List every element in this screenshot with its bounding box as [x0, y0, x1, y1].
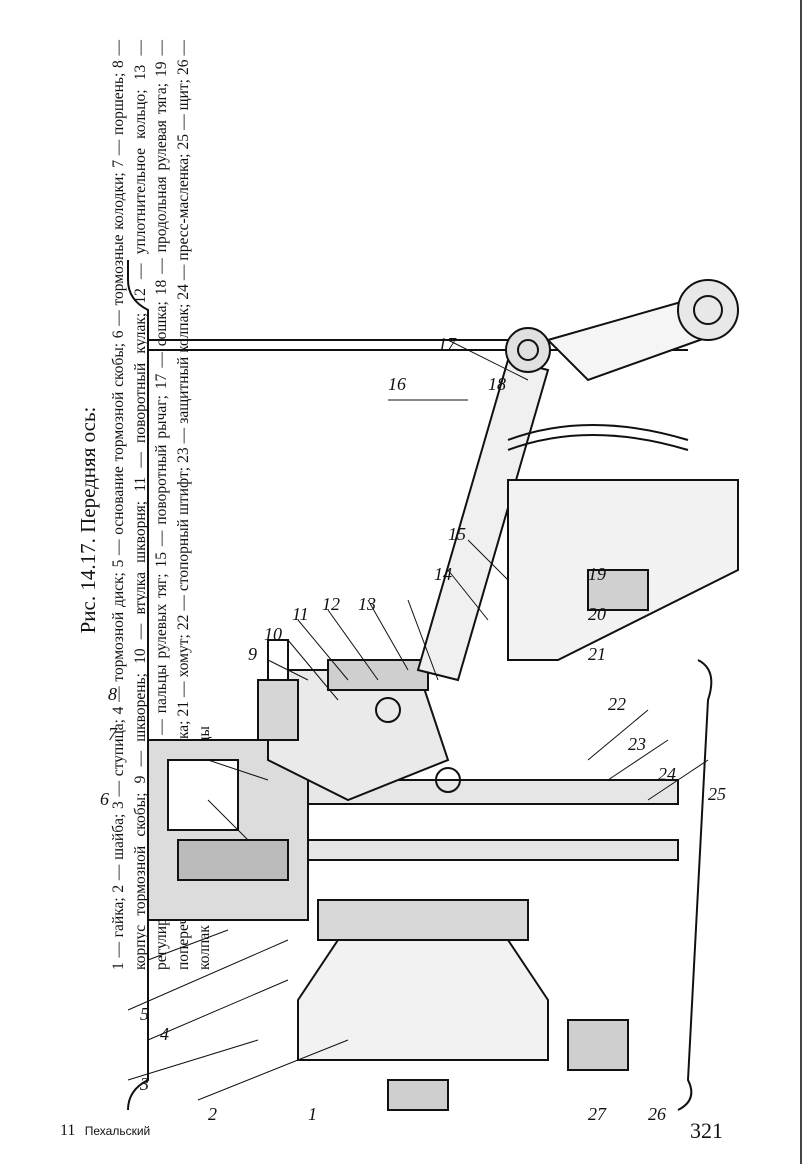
scan-edge-line [800, 0, 802, 1164]
svg-text:23: 23 [628, 734, 646, 754]
svg-text:11: 11 [292, 604, 309, 624]
svg-text:14: 14 [434, 564, 452, 584]
front-axle-drawing: 5 4 3 2 1 6 7 8 9 10 11 12 13 14 15 16 1… [100, 260, 739, 1120]
svg-text:8: 8 [108, 684, 117, 704]
svg-text:16: 16 [388, 374, 406, 394]
svg-text:15: 15 [448, 524, 466, 544]
svg-text:10: 10 [264, 624, 282, 644]
svg-text:12: 12 [322, 594, 340, 614]
svg-text:5: 5 [140, 1004, 149, 1024]
svg-text:22: 22 [608, 694, 626, 714]
svg-text:20: 20 [588, 604, 606, 624]
svg-text:4: 4 [160, 1024, 169, 1044]
svg-text:26: 26 [648, 1104, 666, 1120]
svg-text:27: 27 [588, 1104, 607, 1120]
svg-text:21: 21 [588, 644, 606, 664]
svg-text:7: 7 [108, 724, 118, 744]
signature-name: Пехальский [84, 1124, 151, 1138]
page-number: 321 [690, 1118, 723, 1143]
svg-text:18: 18 [488, 374, 506, 394]
svg-text:9: 9 [248, 644, 257, 664]
svg-text:2: 2 [208, 1104, 217, 1120]
page-signature: 11 Пехальский [60, 1122, 150, 1140]
svg-text:17: 17 [438, 334, 457, 354]
svg-text:3: 3 [139, 1074, 149, 1094]
svg-text:1: 1 [308, 1104, 317, 1120]
svg-text:13: 13 [358, 594, 376, 614]
svg-text:6: 6 [100, 789, 109, 809]
svg-text:25: 25 [708, 784, 726, 804]
svg-text:24: 24 [658, 764, 676, 784]
signature-number: 11 [60, 1122, 76, 1139]
svg-text:19: 19 [588, 564, 606, 584]
